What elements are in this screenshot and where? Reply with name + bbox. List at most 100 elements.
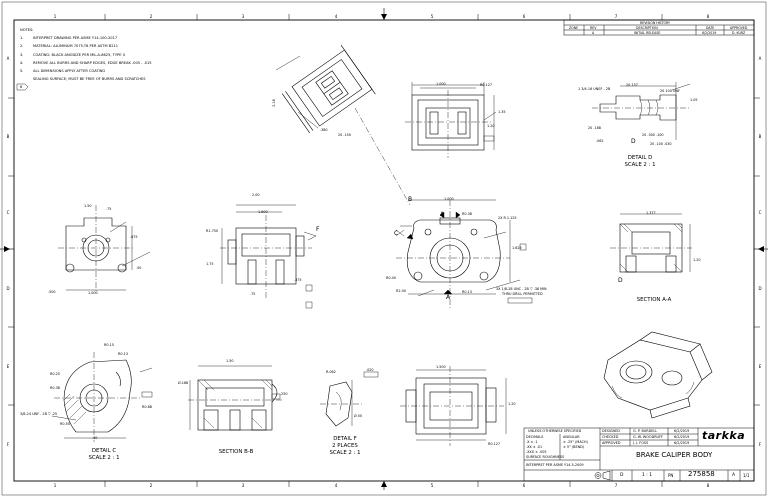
rev-row-approved: D. KURZ (732, 31, 746, 35)
zone-col-6-b: 6 (523, 483, 526, 488)
dim-text: Ø.188 (178, 381, 189, 385)
tol-dec3: .XXX ± .005 (526, 450, 547, 454)
pn-label: PN (668, 473, 674, 478)
tol-ang2: ± 5° (BEND) (563, 445, 585, 449)
dim-text: R0.13 (462, 290, 472, 294)
note-item: 2.MATERIAL: ALUMINUM 7075-T6 PER ASTM B2… (20, 44, 119, 49)
dim-text: R0.25 (50, 372, 60, 376)
revision-title: REVISION HISTORY (640, 21, 670, 25)
dim-text: .250 (280, 392, 288, 396)
approved-by: J. J. FOSS (633, 441, 649, 445)
border-frame (13, 19, 755, 482)
dim-text: 1.625 (512, 246, 522, 250)
zone-row-b-r: B (759, 134, 762, 139)
zone-row-e-r: E (759, 364, 762, 369)
dim-text: 1.20 (693, 258, 701, 262)
section-bb-view (188, 365, 282, 431)
note-item: 5.ALL DIMENSIONS APPLY AFTER COATING (20, 69, 106, 74)
detail-d-view (592, 82, 690, 140)
zone-col-6: 6 (523, 14, 526, 19)
leader-lines (51, 83, 691, 421)
date-checked: 6/2/2019 (674, 435, 690, 439)
dim-text: 20 .100 .030 (650, 142, 672, 146)
dim-text: 2.00 (252, 193, 260, 197)
dim-text: 20 .150 (338, 133, 351, 137)
interpret-note: INTERPRET PER ASME Y14.5-2009 (526, 463, 584, 467)
dim-text: 20 137 (626, 83, 638, 87)
dim-text: R0.127 (480, 83, 493, 87)
dim-text: 1.50 (84, 204, 92, 208)
rev-header-approved: APPROVED (730, 26, 748, 30)
dim-text: .375 (294, 278, 302, 282)
note-item: SEALING SURFACE; MUST BE FREE OF BURRS A… (33, 77, 146, 82)
zone-row-e: E (7, 364, 10, 369)
zone-col-5-b: 5 (431, 483, 434, 488)
callout-c: C (394, 230, 399, 237)
sealing-flag-icon (16, 83, 29, 91)
note-item: 3.COATING: BLACK ANODIZE PER MIL-A-8625,… (20, 52, 125, 57)
tol-dec1: .X ± .1 (526, 440, 538, 444)
dim-text: R.062 (326, 370, 336, 374)
zone-col-5: 5 (431, 14, 434, 19)
zone-col-2: 2 (150, 14, 153, 19)
part-title: BRAKE CALIPER BODY (636, 451, 713, 459)
notes-heading: NOTES: (20, 28, 34, 32)
callout-f: F (316, 226, 320, 233)
zone-col-1-b: 1 (54, 483, 57, 488)
date-designed: 6/2/2019 (674, 429, 690, 433)
rev-row-description: INITIAL RELEASE (634, 31, 661, 35)
detail-f-view (320, 380, 362, 427)
dim-text: R1.750 (206, 229, 219, 233)
company-logo: tarkka (702, 429, 746, 442)
dim-text: 2.18 (271, 99, 276, 107)
dim-text: Ø.50 (354, 414, 363, 418)
dim-text: R0.50 (60, 422, 70, 426)
checked-label: CHECKED (602, 435, 619, 439)
dim-text: 1.000 (444, 197, 454, 201)
zone-col-4: 4 (335, 14, 338, 19)
dim-text: .30 (92, 436, 98, 440)
dim-text: 1.377 (646, 211, 656, 215)
dim-text: 1.500 (436, 365, 446, 369)
dim-text: 20 .300 .100 (642, 133, 664, 137)
dim-text: R0.40 (386, 276, 396, 280)
zone-row-a-r: A (759, 56, 762, 61)
dim-text: .062 (596, 139, 604, 143)
dim-text: .020 (366, 368, 374, 372)
zone-col-8: 8 (707, 14, 710, 19)
zone-row-d-r: D (758, 286, 761, 291)
zone-col-3: 3 (242, 14, 245, 19)
dim-text: 1 3/4-16 UNEF - 2B (578, 87, 611, 91)
zone-col-8-b: 8 (707, 483, 710, 488)
callout-a: A (440, 211, 445, 218)
dim-text: R0.38 (462, 212, 472, 216)
sheet-size: D (620, 473, 624, 478)
dim-text: R0.38 (50, 386, 60, 390)
sealing-flag-number: 6 (20, 85, 23, 89)
dim-text: .875 (130, 235, 138, 239)
zone-col-4-b: 4 (335, 483, 338, 488)
zone-row-f-r: F (759, 442, 762, 447)
dim-text: .380 (320, 128, 328, 132)
zone-row-f: F (7, 442, 10, 447)
dim-text: .500 (48, 290, 56, 294)
rev-header-zone: ZONE (569, 26, 579, 30)
surface-roughness: SURFACE ROUGHNESS (526, 455, 565, 459)
isometric-3d-view (603, 331, 713, 419)
bottom-center-view (400, 366, 507, 446)
sheet-number: 1/1 (743, 473, 750, 478)
top-center-view (405, 82, 495, 158)
dim-text: 20 .188 (588, 126, 601, 130)
zone-row-a: A (7, 56, 10, 61)
checked-by: G. W. WOODRUFF (633, 435, 663, 439)
date-approved: 6/2/2019 (674, 441, 690, 445)
note-item: 1.INTERPRET DRAWING PER ASME Y14.100-201… (20, 36, 118, 41)
dim-text: .75 (106, 207, 112, 211)
tol-ang1: ± .25° (MACH) (563, 440, 588, 444)
